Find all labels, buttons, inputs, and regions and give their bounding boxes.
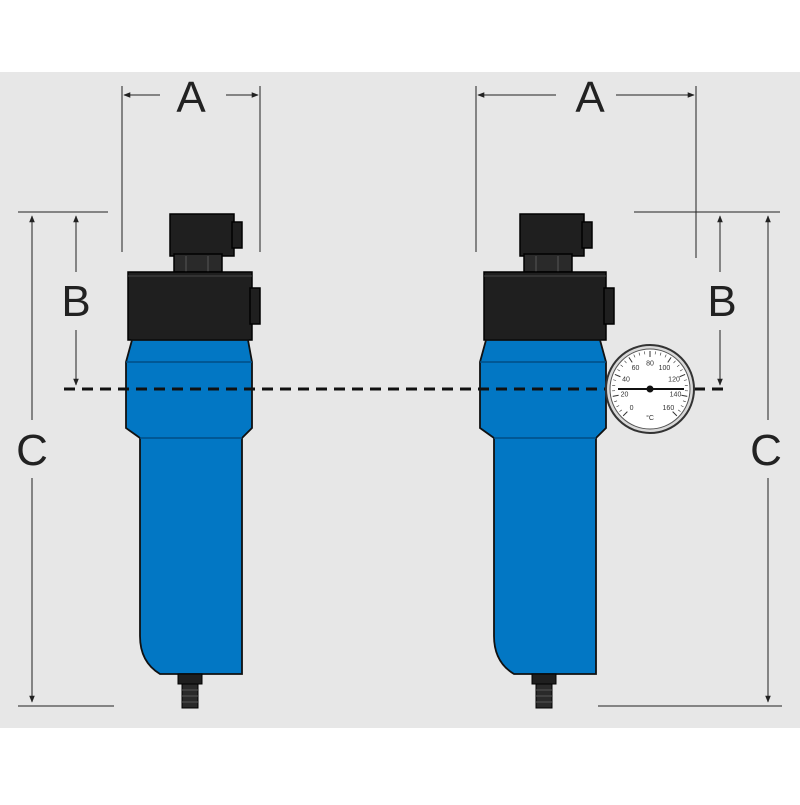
gauge-tick-label: 80 — [646, 361, 654, 368]
left-filter-head — [128, 272, 260, 340]
gauge-unit-label: °C — [646, 414, 654, 422]
gauge-tick-label: 0 — [630, 405, 634, 412]
gauge-tick-label: 140 — [670, 392, 682, 399]
gauge-tick-label: 100 — [659, 365, 671, 372]
right-dimension-c-label: C — [750, 426, 782, 475]
right-dimension-b-label: B — [707, 277, 736, 326]
left-dimension-b-label: B — [61, 277, 90, 326]
gauge-tick-label: 120 — [668, 377, 680, 384]
right-filter — [480, 214, 614, 708]
left-drain — [178, 674, 202, 708]
left-dimension-c-label: C — [16, 426, 48, 475]
left-filter — [126, 214, 260, 708]
right-dimension-a-label: A — [575, 73, 605, 122]
gauge-tick-label: 60 — [632, 365, 640, 372]
right-filter-head — [484, 272, 614, 340]
left-dimension-a-label: A — [176, 73, 206, 122]
gauge-tick-label: 160 — [663, 405, 675, 412]
gauge-tick-label: 40 — [622, 377, 630, 384]
right-drain — [532, 674, 556, 708]
gauge-tick-label: 20 — [621, 392, 629, 399]
